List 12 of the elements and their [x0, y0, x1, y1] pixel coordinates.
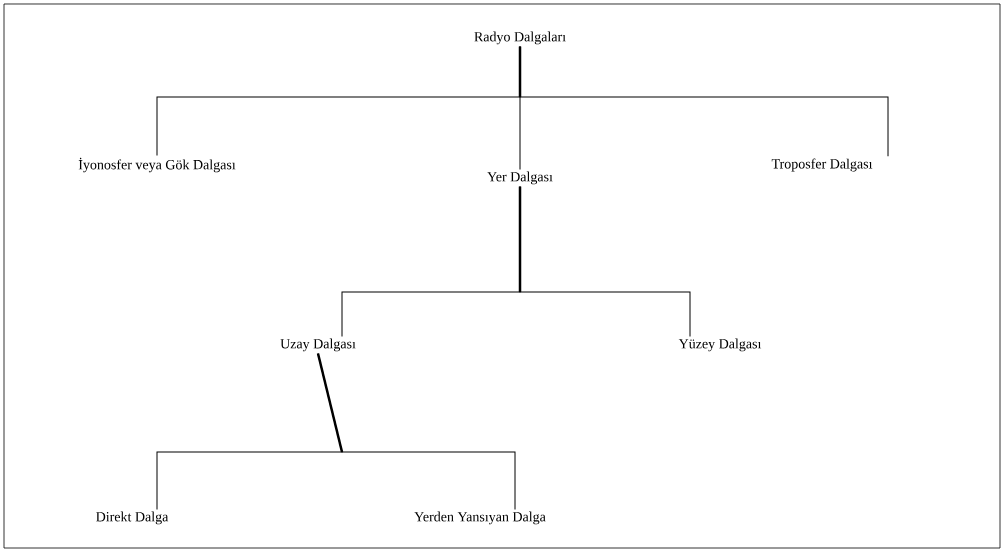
- node-label: Uzay Dalgası: [280, 338, 356, 352]
- tree-connector: [519, 186, 691, 337]
- node-label: Yerden Yansıyan Dalga: [414, 511, 546, 525]
- node-label: İyonosfer veya Gök Dalgası: [78, 157, 236, 173]
- node-label: Yer Dalgası: [487, 171, 553, 185]
- tree-connector: [317, 353, 516, 510]
- node-label: Radyo Dalgaları: [474, 31, 566, 45]
- connector-trunk: [316, 353, 344, 453]
- node-label: Yüzey Dalgası: [678, 338, 762, 352]
- node-label: Direkt Dalga: [96, 511, 169, 525]
- node-label: Troposfer Dalgası: [771, 158, 873, 172]
- tree-connector: [519, 46, 889, 157]
